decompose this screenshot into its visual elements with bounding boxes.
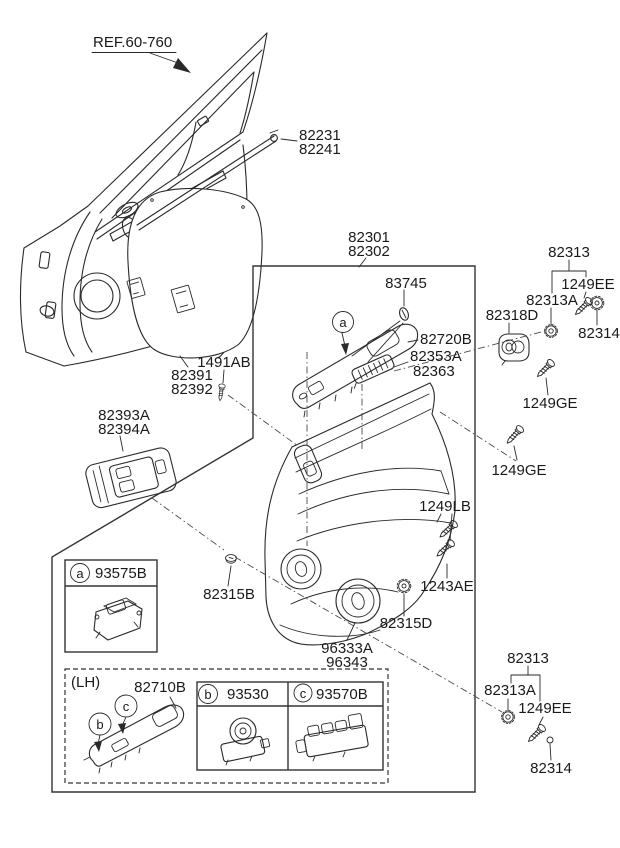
part-label-82314-upper: 82314: [578, 325, 620, 342]
nut-82313A-upper: [544, 324, 558, 338]
part-label-93530: 93530: [227, 686, 269, 703]
nut-82313A-lower: [501, 710, 515, 724]
part-label-82241: 82241: [299, 141, 341, 158]
ref-label: REF.60-760: [93, 34, 172, 51]
part-label-82314-lower: 82314: [530, 760, 572, 777]
inset-c-badge: [293, 683, 313, 703]
part-label-82313-upper: 82313: [548, 244, 590, 261]
part-label-82391: 82391: [171, 367, 213, 384]
screw-1249GE-1: [534, 357, 557, 380]
part-label-82710B: 82710B: [134, 679, 186, 696]
callout-a-main-badge: [332, 311, 354, 333]
callout-a-main-letter: a: [339, 315, 347, 330]
connector-drawing: [351, 354, 395, 389]
grommet-82315D: [396, 578, 412, 594]
part-label-82301: 82301: [348, 229, 390, 246]
part-label-82315D: 82315D: [380, 615, 433, 632]
part-label-82231: 82231: [299, 127, 341, 144]
part-label-82313A-lower: 82313A: [484, 682, 536, 699]
door-frame-drawing: [19, 32, 268, 367]
door-trim-panel-drawing: [264, 382, 456, 646]
part-label-1243AE: 1243AE: [420, 578, 473, 595]
lh-caption: (LH): [71, 674, 100, 691]
part-label-82394A: 82394A: [98, 421, 150, 438]
part-label-96343: 96343: [326, 654, 368, 671]
callout-c-badge: [114, 694, 138, 718]
bezel-82710B-drawing: [83, 704, 185, 774]
main-power-window-switch-drawing: [295, 713, 369, 762]
clip-83745-drawing: [398, 307, 410, 321]
part-label-1249LB: 1249LB: [419, 498, 471, 515]
part-label-1249EE-lower: 1249EE: [518, 700, 571, 717]
phantom-lines: [151, 330, 546, 713]
part-label-1491AB: 1491AB: [197, 354, 250, 371]
part-label-82313-lower: 82313: [507, 650, 549, 667]
inset-box-b-c: [196, 681, 384, 771]
part-label-82313A-upper: 82313A: [526, 292, 578, 309]
callout-b-inset-letter: b: [204, 687, 211, 702]
fasteners: [216, 295, 605, 745]
part-label-82302: 82302: [348, 243, 390, 260]
leader-lines: [91, 52, 598, 761]
part-labels: REF.60-760 82231 82241 82301 82302 83745…: [71, 34, 620, 777]
power-window-sub-switch-drawing: [85, 447, 177, 509]
part-label-82393A: 82393A: [98, 407, 150, 424]
screw-1249EE-lower: [525, 722, 548, 745]
callout-c-inset-letter: c: [300, 686, 307, 701]
inset-box-lh: [64, 668, 389, 784]
screw-1243AE: [433, 537, 457, 560]
callout-b-lh-letter: b: [96, 717, 103, 732]
grip-handle-drawing: [498, 333, 530, 366]
part-label-93570B: 93570B: [316, 686, 368, 703]
grommet-82314-lower: [546, 736, 554, 744]
callout-c-lh-letter: c: [123, 699, 130, 714]
switch-bezel-drawing: [292, 323, 419, 418]
callout-a-inset-letter: a: [76, 566, 84, 581]
part-label-1249GE-1: 1249GE: [522, 395, 577, 412]
screw-1249GE-2: [503, 423, 526, 447]
part-label-82392: 82392: [171, 381, 213, 398]
seal-sheet-drawing: [126, 187, 263, 359]
part-label-96333A: 96333A: [321, 640, 373, 657]
part-label-1249GE-2: 1249GE: [491, 462, 546, 479]
part-label-82353A: 82353A: [410, 348, 462, 365]
main-assembly-box: [51, 265, 476, 793]
part-label-82720B: 82720B: [420, 331, 472, 348]
part-label-93575B: 93575B: [95, 565, 147, 582]
part-label-82363: 82363: [413, 363, 455, 380]
mirror-switch-drawing: [220, 717, 271, 766]
clip-82315B: [225, 554, 237, 564]
callout-letters: a a b c b c: [76, 315, 347, 732]
belt-weatherstrip-drawing: [136, 129, 279, 231]
part-label-83745: 83745: [385, 275, 427, 292]
part-label-1249EE-upper: 1249EE: [561, 276, 614, 293]
door-lock-switch-drawing: [93, 597, 143, 641]
part-label-82315B: 82315B: [203, 586, 255, 603]
part-label-82318D: 82318D: [486, 307, 539, 324]
inset-b-badge: [198, 684, 218, 704]
callout-a-badge: [70, 563, 90, 583]
screw-1491AB: [216, 383, 226, 402]
inset-box-a: [64, 559, 158, 653]
callout-b-badge: [88, 712, 112, 736]
